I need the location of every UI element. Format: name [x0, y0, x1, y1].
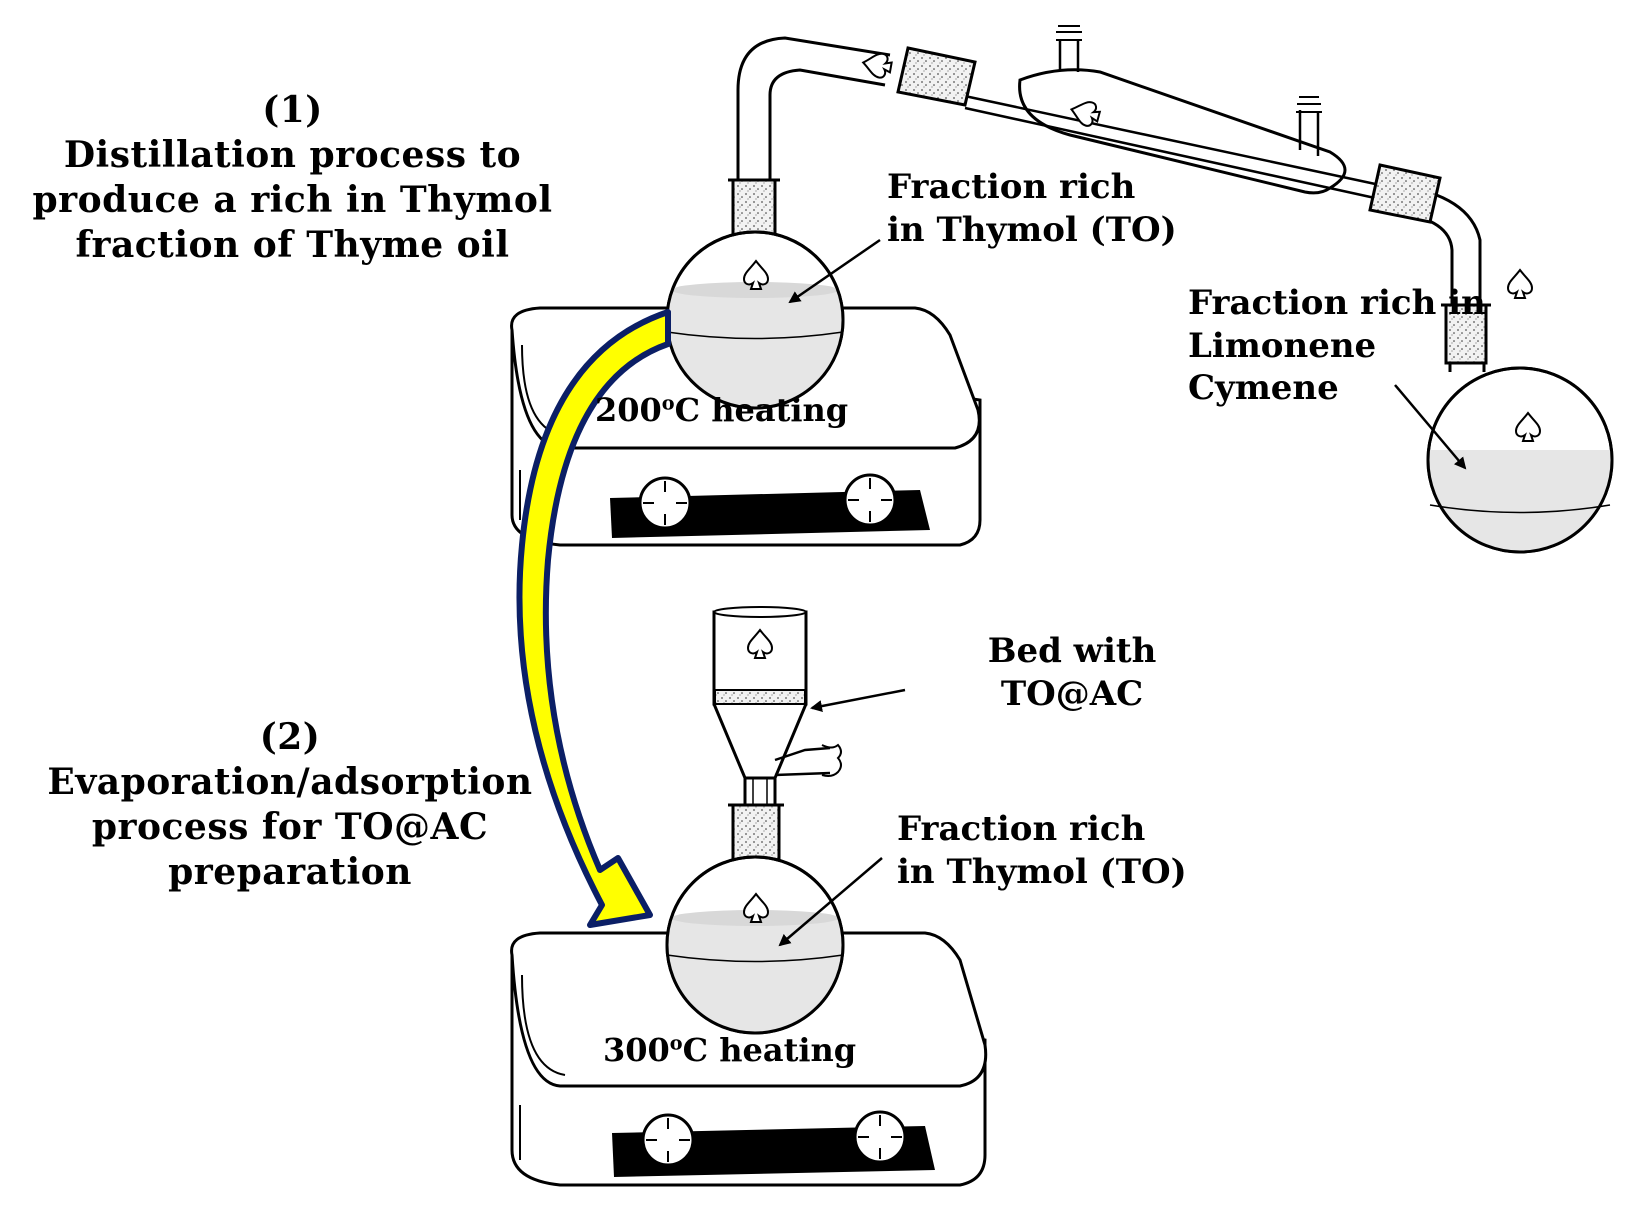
fraction-limonene-line-2: Limonene: [1188, 325, 1377, 366]
hotplate-bottom: [510, 931, 988, 1187]
pointer-arrow-icon: [1394, 384, 1467, 470]
pointer-arrow-icon: [778, 857, 883, 947]
bed-label: Bed with TO@AC: [972, 630, 1172, 715]
ground-glass-joint-icon: [896, 46, 977, 107]
heater1-degree-mark: o: [661, 391, 675, 415]
step1-line-1: Distillation process to: [63, 134, 522, 176]
knob-icon: [641, 1113, 695, 1167]
fraction-thymol-top-label: Fraction rich in Thymol (TO): [887, 166, 1177, 251]
fraction-thymol-top-line-1: Fraction rich: [887, 167, 1136, 207]
ground-glass-joint-icon: [1368, 163, 1442, 224]
knob-icon: [843, 473, 897, 527]
fraction-thymol-top-line-2: in Thymol (TO): [887, 209, 1177, 250]
ground-glass-joint-icon: [1441, 303, 1491, 365]
heater2-degree-mark: o: [669, 1031, 683, 1055]
fraction-thymol-bottom-line-1: Fraction rich: [897, 809, 1146, 849]
pointer-arrow-icon: [810, 688, 906, 712]
spade-icon: [1506, 268, 1534, 299]
filter-funnel: [712, 606, 842, 808]
ground-glass-joint-icon: [728, 178, 780, 240]
fraction-thymol-bottom-line-2: in Thymol (TO): [897, 851, 1187, 892]
heater2-temp-value: 300: [603, 1031, 670, 1069]
bed-line-2: TO@AC: [1000, 673, 1144, 714]
fraction-limonene-line-1: Fraction rich in: [1188, 283, 1486, 323]
heater2-temperature-label: 300oC heating: [603, 1030, 856, 1070]
heater1-temp-value: 200: [595, 391, 662, 429]
bed-line-1: Bed with: [987, 631, 1157, 671]
spade-icon: [861, 52, 893, 79]
step2-caption: (2) Evaporation/adsorption process for T…: [30, 715, 550, 895]
step2-number: (2): [259, 716, 321, 758]
spade-icon: [746, 628, 774, 659]
step1-line-2: produce a rich in Thymol: [32, 179, 553, 221]
heater1-temperature-label: 200oC heating: [595, 390, 848, 430]
fraction-limonene-label: Fraction rich in Limonene Cymene: [1188, 282, 1486, 410]
knob-icon: [853, 1110, 907, 1164]
adsorbent-bed: [714, 689, 806, 705]
spade-icon: [1069, 101, 1102, 127]
condenser: [959, 25, 1381, 200]
spade-icon: [742, 259, 770, 290]
fraction-thymol-bottom-label: Fraction rich in Thymol (TO): [897, 808, 1187, 893]
spade-icon: [1514, 411, 1542, 442]
step1-line-3: fraction of Thyme oil: [75, 224, 510, 266]
fraction-limonene-line-3: Cymene: [1188, 368, 1339, 408]
step1-caption: (1) Distillation process to produce a ri…: [20, 88, 565, 268]
distillation-head-tube: [736, 36, 891, 180]
heater1-temp-suffix: C heating: [674, 391, 849, 429]
pointer-arrow-icon: [788, 238, 881, 304]
step2-line-3: preparation: [168, 851, 412, 893]
step1-number: (1): [262, 89, 323, 131]
heater2-temp-suffix: C heating: [682, 1031, 857, 1069]
step2-line-2: process for TO@AC: [91, 806, 489, 848]
transfer-arrow-icon: [516, 309, 671, 928]
knob-icon: [638, 476, 692, 530]
spade-icon: [742, 892, 770, 923]
step2-line-1: Evaporation/adsorption: [47, 761, 533, 803]
